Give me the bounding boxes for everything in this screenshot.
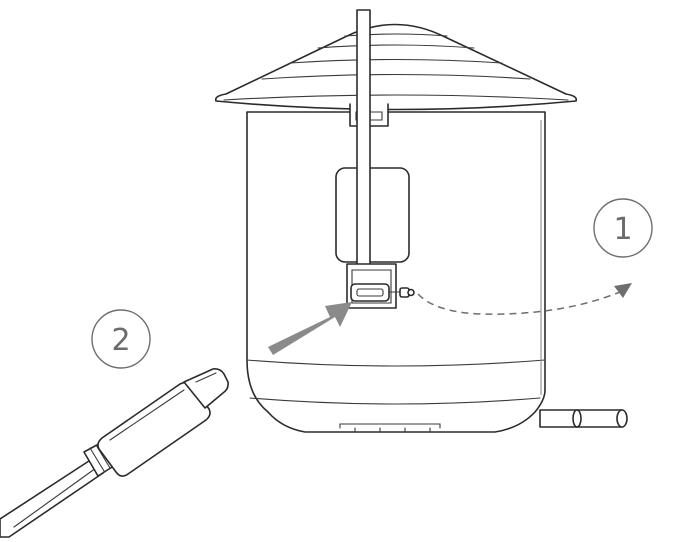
step-1-label: 1 [613,212,632,247]
port-cover-tether [388,287,415,298]
perch-rod [539,409,628,428]
usb-c-port [350,283,390,302]
hanging-strap [356,9,371,293]
dashed-open-arrow [417,283,632,315]
insert-direction-arrow [268,302,352,355]
step-1-marker: 1 [593,198,653,258]
camera-panel [335,167,410,263]
step-2-label: 2 [111,323,130,358]
usb-c-cable [0,368,229,538]
step-2-marker: 2 [91,309,151,369]
feeder-roof [214,23,578,127]
